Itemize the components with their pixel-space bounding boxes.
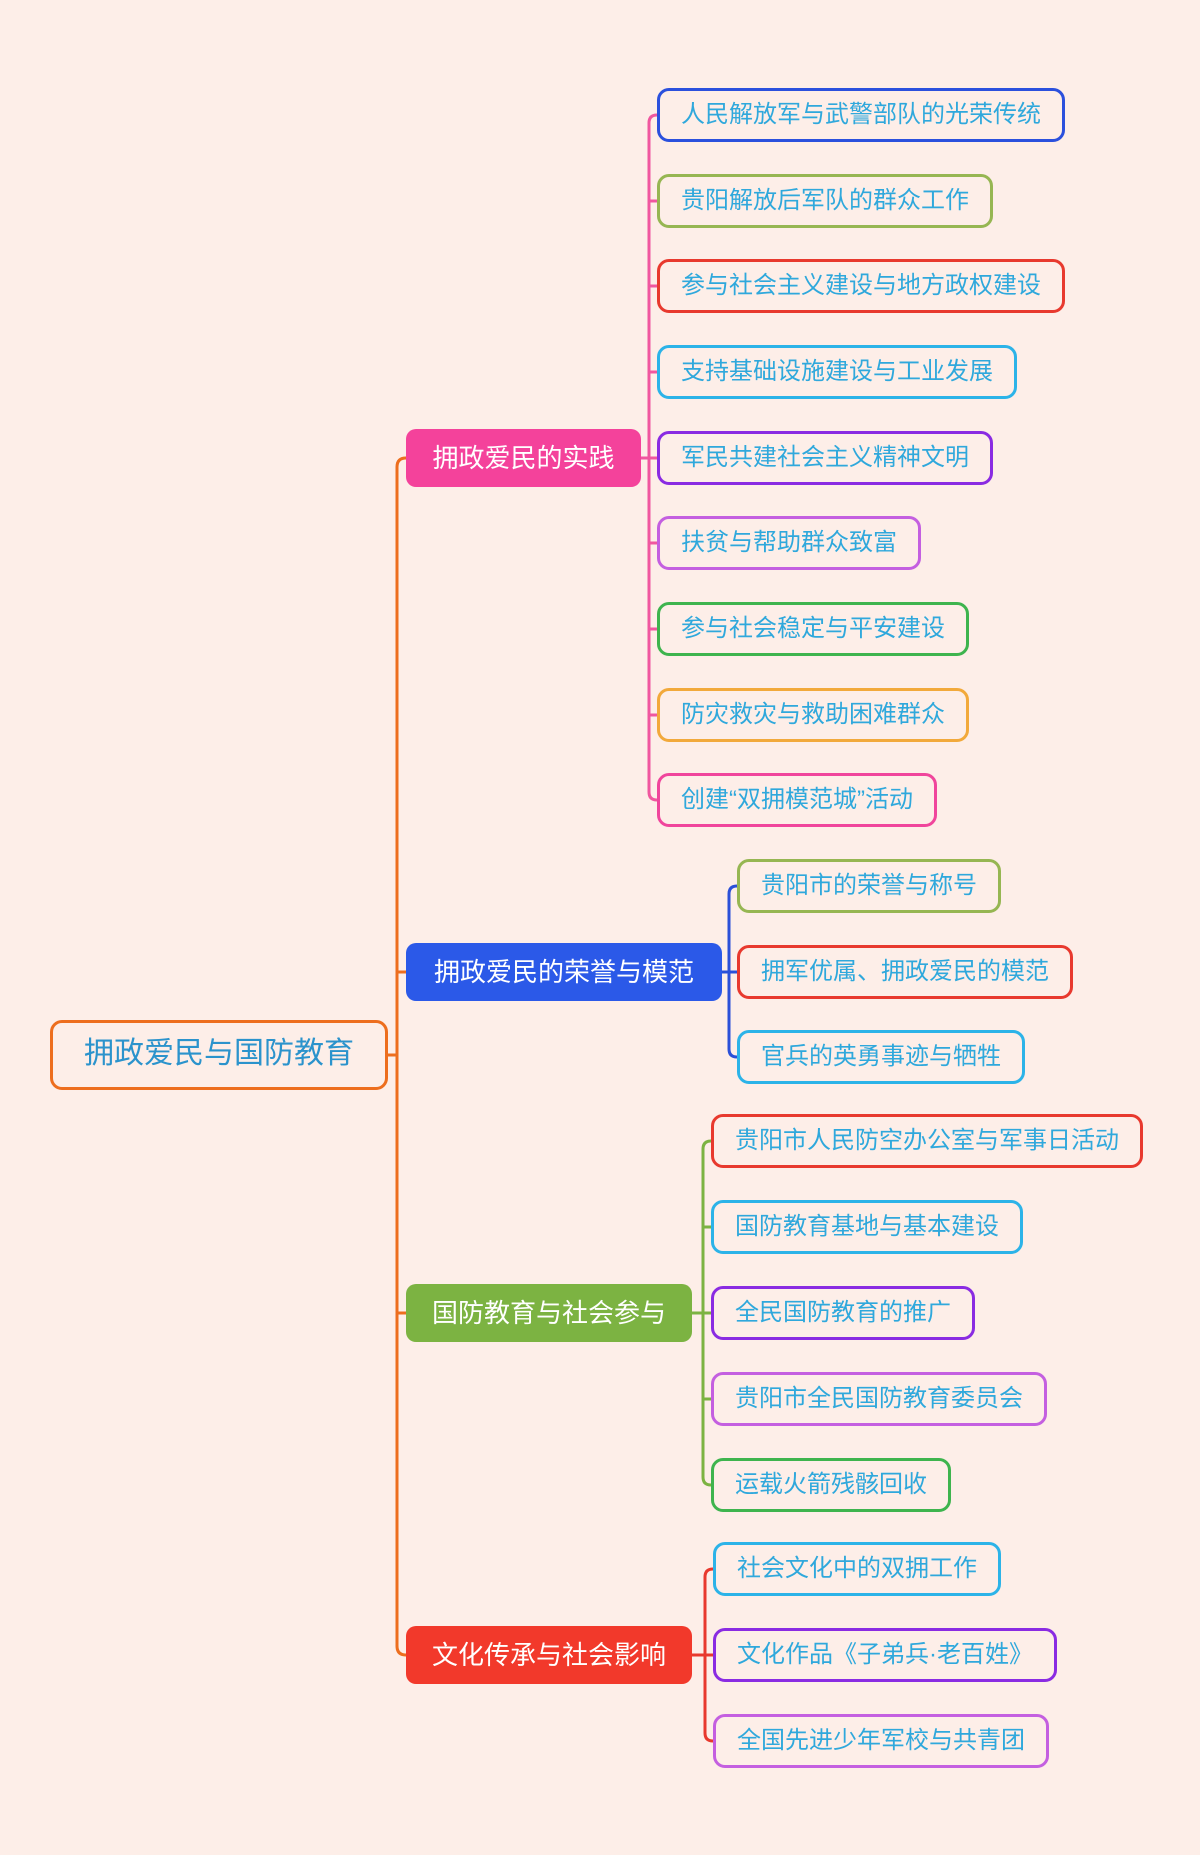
child-node-b2-1[interactable]: 贵阳市的荣誉与称号: [737, 859, 1001, 913]
child-node-b1-4[interactable]: 支持基础设施建设与工业发展: [657, 345, 1017, 399]
child-node-b3-3[interactable]: 全民国防教育的推广: [711, 1286, 975, 1340]
child-node-b4-1[interactable]: 社会文化中的双拥工作: [713, 1542, 1001, 1596]
child-node-b1-5[interactable]: 军民共建社会主义精神文明: [657, 431, 993, 485]
child-node-b3-4[interactable]: 贵阳市全民国防教育委员会: [711, 1372, 1047, 1426]
branch4-children-connector: [690, 1567, 715, 1743]
child-node-b2-3[interactable]: 官兵的英勇事迹与牺牲: [737, 1030, 1025, 1084]
child-node-b3-2[interactable]: 国防教育基地与基本建设: [711, 1200, 1023, 1254]
child-node-b1-2[interactable]: 贵阳解放后军队的群众工作: [657, 174, 993, 228]
branch2-children-connector: [720, 884, 739, 1059]
child-node-b1-9[interactable]: 创建“双拥模范城”活动: [657, 773, 937, 827]
child-node-b1-1[interactable]: 人民解放军与武警部队的光荣传统: [657, 88, 1065, 142]
child-node-b4-2[interactable]: 文化作品《子弟兵·老百姓》: [713, 1628, 1057, 1682]
child-node-b1-8[interactable]: 防灾救灾与救助困难群众: [657, 688, 969, 742]
branch-node-3[interactable]: 国防教育与社会参与: [406, 1284, 692, 1342]
root-node[interactable]: 拥政爱民与国防教育: [50, 1020, 388, 1090]
child-node-b1-6[interactable]: 扶贫与帮助群众致富: [657, 516, 921, 570]
child-node-b1-7[interactable]: 参与社会稳定与平安建设: [657, 602, 969, 656]
child-node-b3-1[interactable]: 贵阳市人民防空办公室与军事日活动: [711, 1114, 1143, 1168]
child-node-b2-2[interactable]: 拥军优属、拥政爱民的模范: [737, 945, 1073, 999]
branch-node-4[interactable]: 文化传承与社会影响: [406, 1626, 692, 1684]
branch3-children-connector: [690, 1139, 713, 1487]
child-node-b4-3[interactable]: 全国先进少年军校与共青团: [713, 1714, 1049, 1768]
branch-node-2[interactable]: 拥政爱民的荣誉与模范: [406, 943, 722, 1001]
branch-node-1[interactable]: 拥政爱民的实践: [406, 429, 641, 487]
child-node-b1-3[interactable]: 参与社会主义建设与地方政权建设: [657, 259, 1065, 313]
child-node-b3-5[interactable]: 运载火箭残骸回收: [711, 1458, 951, 1512]
branch1-children-connector: [639, 113, 659, 802]
trunk-connector: [386, 456, 408, 1657]
